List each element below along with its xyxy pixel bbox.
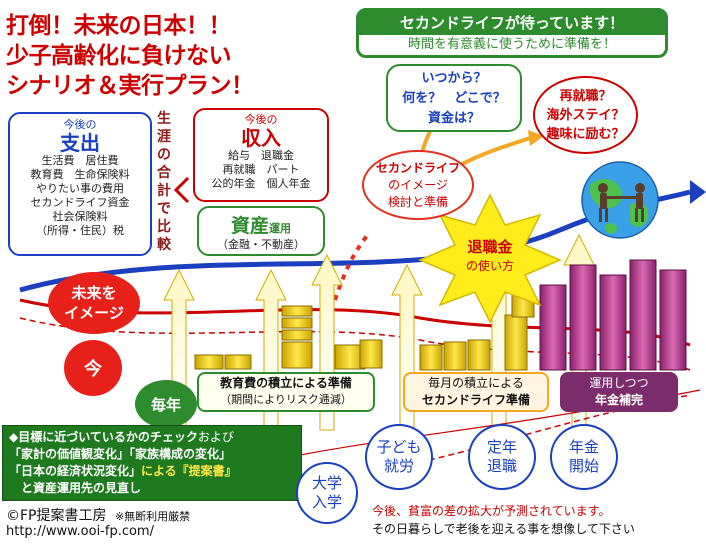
second-life-banner: セカンドライフが待っています！ 時間を有意義に使うために準備を！ [356,8,668,58]
retirement-money-label: 退職金 の使い方 [450,236,530,274]
compare-char: 生 [157,111,171,127]
dotted-arrow [333,230,372,301]
compare-char: の [157,147,171,163]
income-box: 今後の 収入 給与 退職金 再就職 パート 公的年金 個人年金 [193,108,329,202]
question-fund: 資金は？ [427,111,480,126]
milestone-retirement: 定年 退職 [468,424,536,490]
compare-char: 比 [157,219,171,235]
expense-item: 教育費 生命保険料 [30,168,130,181]
title-line-3: シナリオ＆実行プラン！ [6,73,254,99]
milestone-line: 就労 [383,457,414,475]
stage-monthly-box: 毎月の積立による セカンドライフ準備 [403,372,549,412]
milestone-line: 開始 [568,457,599,475]
assets-title: 資産 [230,215,269,237]
checklist-line4: と資産運用先の見直し [21,481,142,495]
footer-note-2: その日暮らしで老後を迎える事を想像して下さい [372,522,635,536]
income-prefix: 今後の [244,113,278,126]
milestone-line: 年金 [568,438,599,456]
retirement-money-title: 退職金 [467,238,513,256]
stage-education-sub: （期間によりリスク逓減） [220,393,352,406]
footer-url[interactable]: http://www.ooi-fp.com/ [6,524,154,539]
milestone-pension: 年金 開始 [550,424,618,490]
income-title: 収入 [241,126,281,150]
second-life-subtitle: 時間を有意義に使うために準備を！ [407,37,616,52]
question-what-where: 何を？ どこで？ [402,91,506,106]
globe-icon [581,161,659,239]
stage-education-box: 教育費の積立による準備 （期間によりリスク逓減） [197,372,375,412]
question-rehire: 再就職？ [559,88,612,104]
expense-title: 支出 [60,131,100,155]
checklist-line3b: による『提案書』 [141,464,237,478]
assets-box: 資産運用 （金融・不動産） [197,206,325,256]
milestone-line: 定年 [486,438,517,456]
questions-green-box: いつから？ 何を？ どこで？ 資金は？ [386,64,522,132]
every-year-circle: 毎年 [135,380,197,428]
compare-char: で [157,201,171,217]
income-item: 給与 退職金 [228,149,294,162]
retirement-money-sub: の使い方 [465,259,514,273]
title-line-1: 打倒！未来の日本！！ [6,13,232,39]
stage-monthly-title: 毎月の積立による [428,376,524,390]
expense-item: 社会保険料 [52,210,108,223]
stage-monthly-sub: セカンドライフ準備 [421,393,530,407]
income-item: 公的年金 個人年金 [211,177,311,190]
checklist-line1-tail: および [197,430,234,444]
milestone-line: 退職 [486,457,517,475]
secondlife-image-line3: 検討と準備 [387,194,448,209]
secondlife-image-oval: セカンドライフ のイメージ 検討と準備 [362,150,474,220]
expense-item: やりたい事の費用 [36,182,124,195]
gold-stacks [194,294,535,371]
checklist-box: ◆目標に近づいているかのチェックおよび 「家計の価値観変化」「家族構成の変化」 … [2,425,302,501]
future-line1: 未来を [71,284,117,302]
plum-stacks [539,259,687,371]
milestone-child-work: 子ども 就労 [365,424,433,490]
expense-item: 生活費 居住費 [41,154,119,167]
questions-red-oval: 再就職？ 海外ステイ？ 趣味に励む？ [533,76,638,154]
secondlife-image-title: セカンドライフ [375,160,460,175]
checklist-line3a: 「日本の経済状況変化」 [9,464,142,478]
now-circle: 今 [64,340,122,396]
milestone-line: 大学 [311,474,342,492]
assets-suffix: 運用 [269,222,291,235]
expense-box: 今後の 支出 生活費 居住費 教育費 生命保険料 やりたい事の費用 セカンドライ… [8,112,152,256]
orange-arrow-right [459,136,531,167]
compare-vertical-label: 生 涯 の 合 計 で 比 較 [155,110,173,254]
compare-char: 較 [157,237,171,253]
compare-char: 涯 [157,129,171,145]
checklist-line1: ◆目標に近づいているかのチェック [9,430,198,444]
stage-invest-sub: 年金補完 [594,393,643,407]
stage-invest-title: 運用しつつ [589,376,649,390]
future-image-oval: 未来を イメージ [48,272,140,334]
secondlife-image-line2: のイメージ [388,177,448,192]
question-overseas: 海外ステイ？ [546,107,625,123]
footer-copyright: ©FP提案書工房 [6,508,107,524]
expense-prefix: 今後の [63,118,97,131]
compare-char: 計 [157,183,171,199]
expense-item: （所得・住民）税 [36,224,124,237]
title-line-2: 少子高齢化に負けない [6,43,232,69]
footer-notice: ※無断利用厳禁 [114,510,191,523]
stage-invest-box: 運用しつつ 年金補完 [560,372,678,412]
footer-copyright-line: ©FP提案書工房 ※無断利用厳禁 [6,505,190,525]
expense-item: セカンドライフ資金 [30,196,130,209]
question-when: いつから？ [421,71,487,86]
second-life-header: セカンドライフが待っています！ [359,11,665,35]
milestone-line: 子ども [376,438,422,456]
compare-char: 合 [157,165,171,181]
milestone-line: 入学 [311,493,342,511]
stage-education-title: 教育費の積立による準備 [220,376,352,390]
footer-note-1: 今後、貧富の差の拡大が予測されています。 [372,504,611,518]
checklist-line2: 「家計の価値観変化」「家族構成の変化」 [9,447,232,461]
assets-items: （金融・不動産） [217,238,305,251]
compare-chevron [173,176,190,204]
main-arrow-head [690,180,706,204]
retirement-starburst [418,193,562,324]
milestone-university: 大学 入学 [296,462,358,524]
future-line2: イメージ [64,304,124,322]
handshake-figures [598,183,645,222]
question-hobby: 趣味に励む？ [546,126,625,142]
income-item: 再就職 パート [222,163,300,176]
